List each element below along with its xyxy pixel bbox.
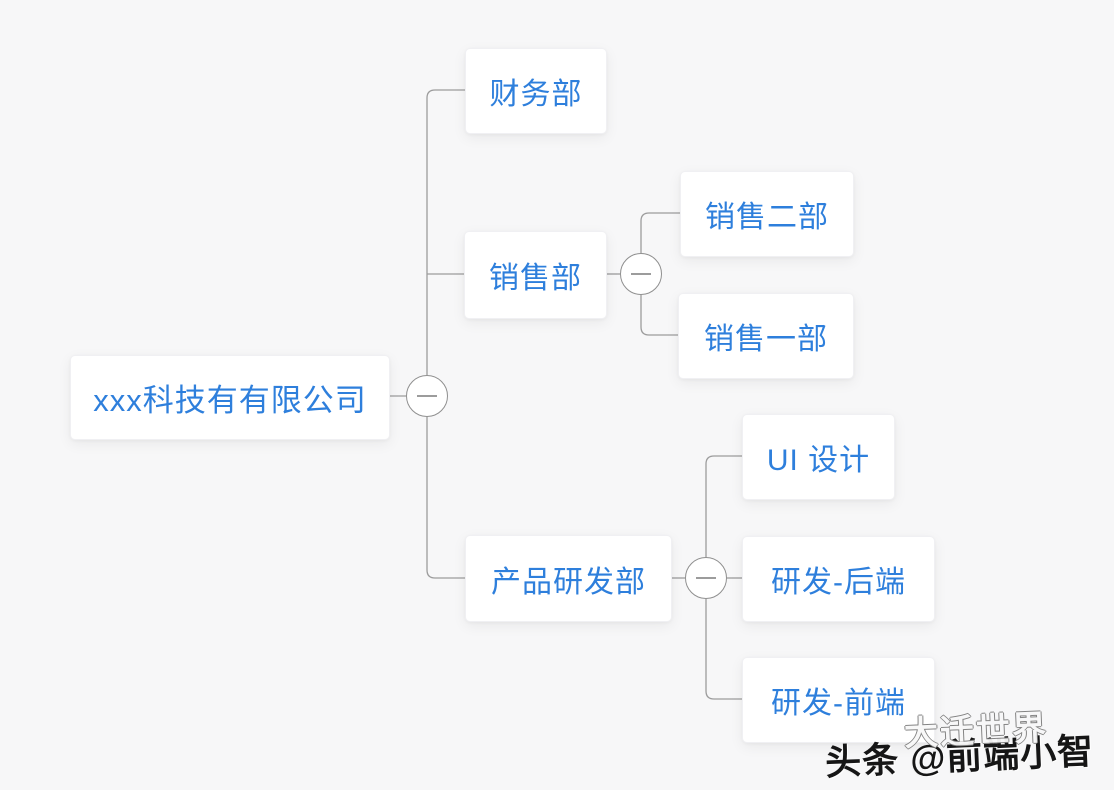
- node-ui-design-label: UI 设计: [766, 444, 871, 477]
- connector-trunk-to-finance: [426, 89, 465, 375]
- node-rnd-frontend[interactable]: 研发-前端: [742, 657, 935, 743]
- node-finance-dept[interactable]: 财务部: [465, 48, 607, 134]
- connector-rnd-to-frontend: [705, 599, 742, 700]
- node-product-rnd-dept-label: 产品研发部: [491, 565, 646, 599]
- connector-rnd-to-ui-design: [705, 455, 742, 557]
- node-product-rnd-dept[interactable]: 产品研发部: [465, 535, 672, 622]
- node-sales-dept-one-label: 销售一部: [704, 323, 828, 356]
- node-sales-dept-two[interactable]: 销售二部: [680, 171, 854, 257]
- collapse-button-root[interactable]: [406, 375, 448, 417]
- minus-icon: [631, 273, 651, 275]
- connector-sales-to-sales-one: [640, 295, 678, 336]
- node-sales-dept-one[interactable]: 销售一部: [678, 293, 854, 379]
- node-rnd-frontend-label: 研发-前端: [771, 687, 906, 720]
- node-sales-dept-label: 销售部: [489, 262, 582, 295]
- node-rnd-backend-label: 研发-后端: [771, 566, 906, 599]
- collapse-button-product-rnd[interactable]: [685, 557, 727, 599]
- connector-sales-to-sales-two: [640, 212, 680, 253]
- node-finance-dept-label: 财务部: [489, 78, 583, 111]
- collapse-button-sales[interactable]: [620, 253, 662, 295]
- minus-icon: [417, 395, 437, 397]
- node-ui-design[interactable]: UI 设计: [742, 414, 895, 500]
- node-sales-dept-two-label: 销售二部: [705, 201, 829, 234]
- node-root-company[interactable]: xxx科技有有限公司: [70, 355, 390, 440]
- node-root-company-label: xxx科技有有限公司: [93, 383, 367, 418]
- node-sales-dept[interactable]: 销售部: [464, 231, 607, 319]
- connector-trunk-to-product-rnd: [426, 417, 465, 579]
- minus-icon: [696, 577, 716, 579]
- node-rnd-backend[interactable]: 研发-后端: [742, 536, 935, 622]
